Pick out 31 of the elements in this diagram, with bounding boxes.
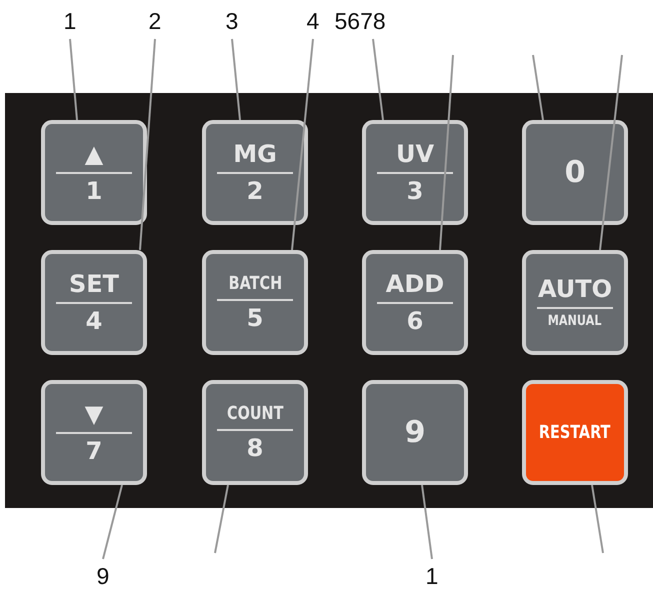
key-button: RESTART xyxy=(522,380,628,485)
callout-number: 3 xyxy=(226,10,238,33)
key-button: ADD 6 xyxy=(362,250,468,355)
callout-number: 4 xyxy=(306,10,320,33)
key-button: COUNT 8 xyxy=(202,380,308,485)
key-button: UV 3 xyxy=(362,120,468,225)
leader-line xyxy=(139,38,156,250)
key-button: ▲ 1 xyxy=(41,120,147,225)
leader-line xyxy=(599,54,623,250)
callout-number: 2 xyxy=(148,10,162,33)
leader-line xyxy=(532,54,544,120)
key-button: MG 2 xyxy=(202,120,308,225)
callout-number: 5678 xyxy=(334,10,386,33)
key-button: ▼ 7 xyxy=(41,380,147,485)
leader-line xyxy=(421,484,433,560)
leader-line xyxy=(591,484,604,554)
leader-line xyxy=(439,54,454,250)
callout-number: 9 xyxy=(96,565,110,588)
key-button: BATCH 5 xyxy=(202,250,308,355)
key-button: AUTO MANUAL xyxy=(522,250,628,355)
key-button: SET 4 xyxy=(41,250,147,355)
leader-line xyxy=(291,38,314,250)
leader-line xyxy=(372,38,384,120)
key-button: 9 xyxy=(362,380,468,485)
leader-line xyxy=(231,38,241,120)
callout-number: 1 xyxy=(64,10,76,33)
key-button: 0 xyxy=(522,120,628,225)
leader-line xyxy=(102,484,123,560)
leader-line xyxy=(69,38,78,120)
leader-line xyxy=(214,484,229,554)
callout-number: 1 xyxy=(426,565,438,588)
